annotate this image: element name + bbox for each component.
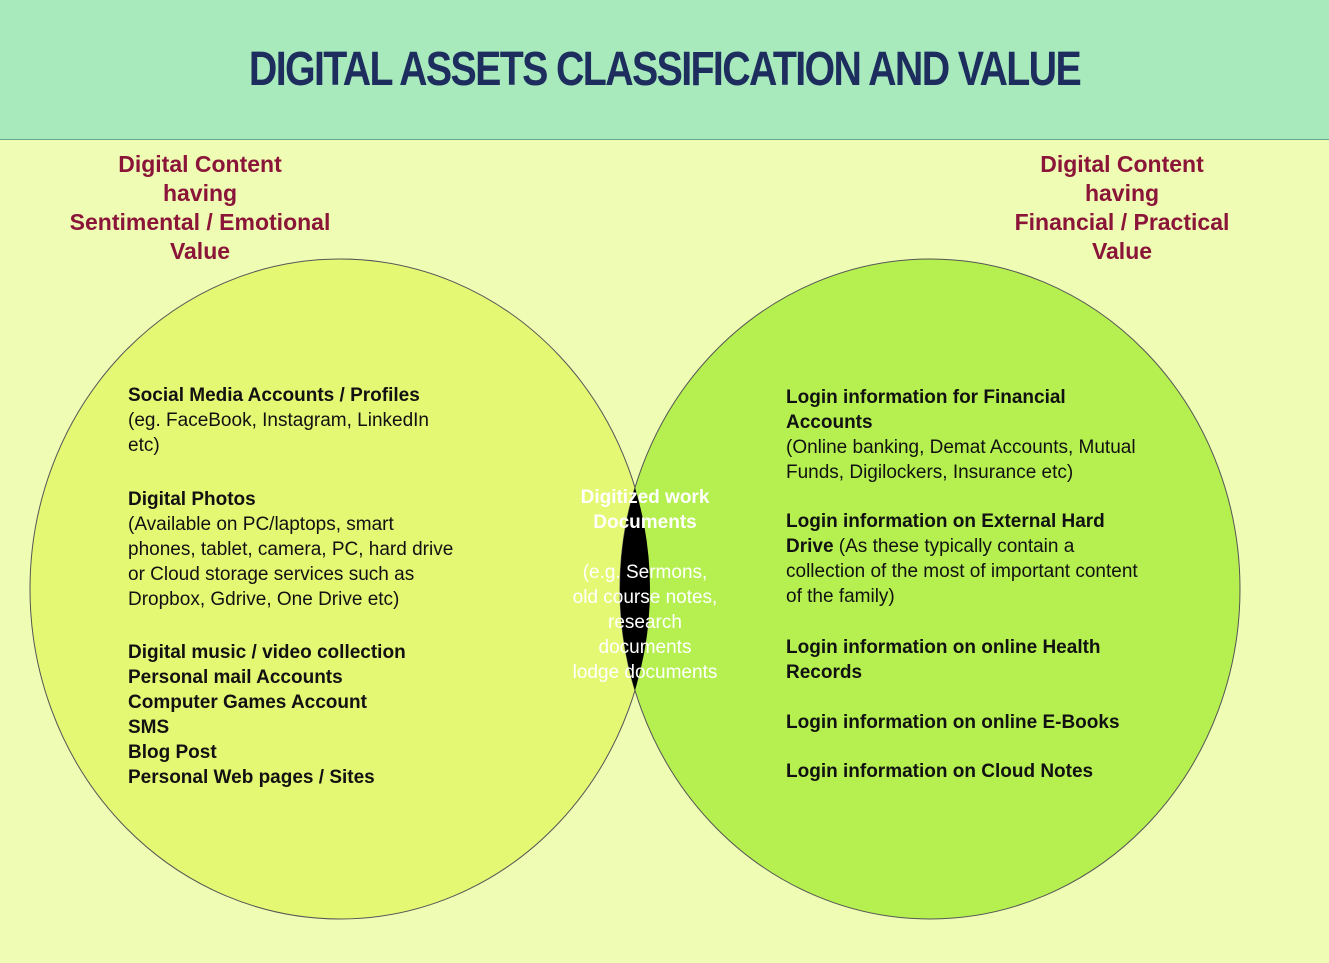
list-item: Personal mail Accounts xyxy=(128,667,343,688)
intersection-content: Digitized work Documents (e.g. Sermons, … xyxy=(572,487,718,683)
header-banner: DIGITAL ASSETS CLASSIFICATION AND VALUE xyxy=(0,0,1329,140)
list-item: SMS xyxy=(128,717,170,738)
left-heading: Digital Content having Sentimental / Emo… xyxy=(69,151,331,264)
external-hard-drive-block: Login information on External Hard Drive… xyxy=(786,511,1138,607)
social-media-block: Social Media Accounts / Profiles (eg. Fa… xyxy=(128,385,429,456)
personal-assets-list: Digital music / video collection Persona… xyxy=(128,640,406,790)
list-item: Blog Post xyxy=(128,742,217,763)
list-item: Computer Games Account xyxy=(128,692,367,713)
digital-photos-title: Digital Photos xyxy=(128,489,256,510)
right-heading: Digital Content having Financial / Pract… xyxy=(1014,151,1230,264)
page-title: DIGITAL ASSETS CLASSIFICATION AND VALUE xyxy=(248,43,1082,96)
list-item: Personal Web pages / Sites xyxy=(128,767,375,788)
digital-photos-block: Digital Photos (Available on PC/laptops,… xyxy=(128,489,454,610)
financial-accounts-block: Login information for Financial Accounts… xyxy=(786,387,1136,483)
cloud-notes-block: Login information on Cloud Notes xyxy=(786,761,1094,782)
ebooks-block: Login information on online E-Books xyxy=(786,712,1120,733)
health-records-block: Login information on online Health Recor… xyxy=(786,637,1101,683)
social-media-title: Social Media Accounts / Profiles xyxy=(128,385,420,406)
list-item: Digital music / video collection xyxy=(128,642,406,663)
